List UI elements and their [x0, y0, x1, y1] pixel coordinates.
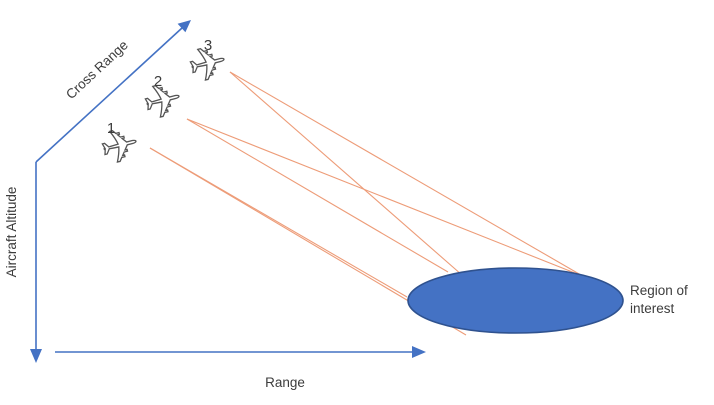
aircraft-1-number-label: 1 [107, 120, 115, 137]
cross-range-arrowhead-icon [177, 20, 191, 33]
axes-group [30, 20, 426, 363]
range-arrowhead-icon [412, 346, 426, 358]
range-axis-label: Range [265, 375, 305, 390]
aircraft-2-number-label: 2 [154, 73, 162, 90]
aircraft-3-number-label: 3 [204, 37, 212, 54]
beam-line-aircraft2-right [186, 118, 591, 280]
cross-range-axis-label: Cross Range [63, 37, 131, 102]
aircraft-1-icon: ✈ [95, 116, 145, 176]
beam-line-aircraft3-right [229, 71, 594, 283]
cross-range-axis-line [35, 27, 183, 163]
beam-line-aircraft3-left [229, 71, 463, 276]
aircraft-altitude-arrowhead-icon [30, 349, 42, 363]
aircraft-altitude-axis-label: Aircraft Altitude [4, 187, 19, 278]
region-of-interest-ellipse [407, 267, 624, 334]
beam-line-aircraft2-left [186, 118, 449, 273]
region-of-interest-label-line2: interest [630, 301, 675, 316]
aircraft-2-icon: ✈ [138, 71, 188, 131]
region-of-interest-label-line1: Region of [630, 283, 688, 298]
beam-lines-group [149, 71, 594, 336]
